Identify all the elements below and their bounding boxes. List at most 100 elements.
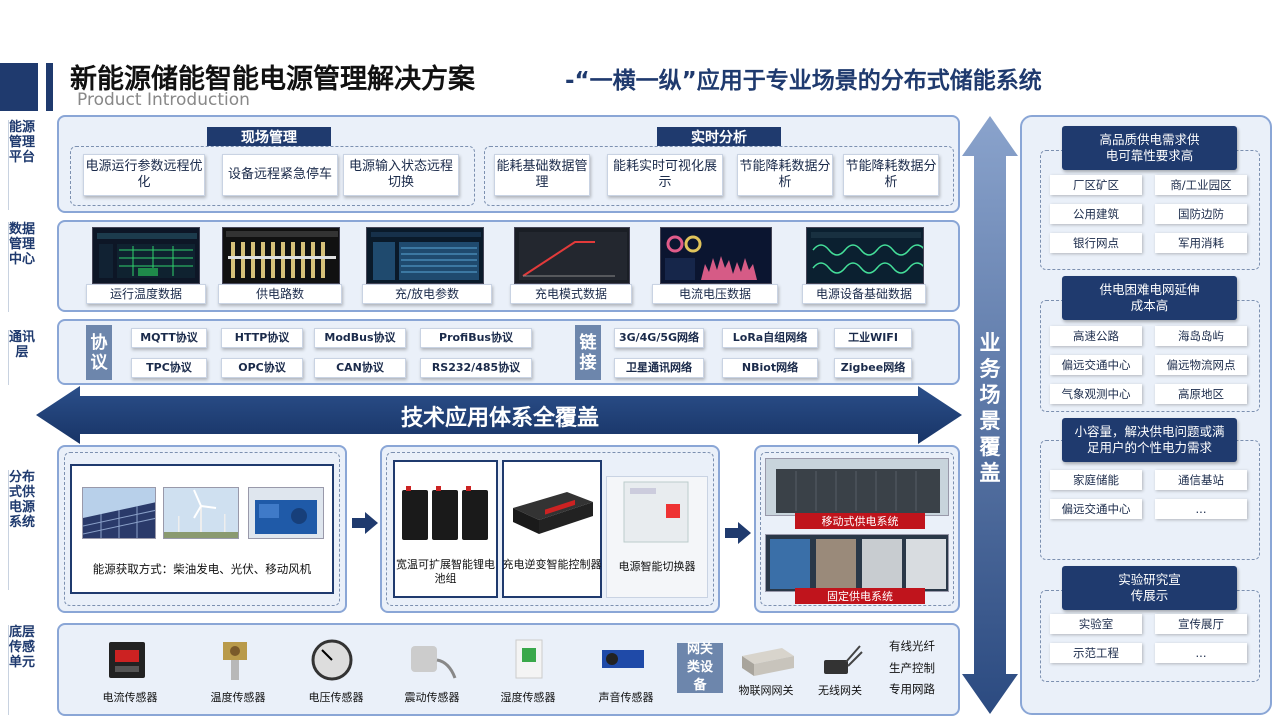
- dashboard-screenshot: [222, 227, 340, 284]
- scenario-item[interactable]: 通信基站: [1155, 470, 1247, 490]
- data-center-item[interactable]: 供电路数: [218, 284, 342, 304]
- dashboard-screenshot: [514, 227, 630, 284]
- protocol-item[interactable]: HTTP协议: [221, 328, 303, 348]
- network-caption: 专用网路: [889, 682, 935, 696]
- side-label-power-system: 分布式供电源系统: [8, 470, 35, 590]
- data-center-item[interactable]: 运行温度数据: [86, 284, 206, 304]
- realtime-item[interactable]: 节能降耗数据分析: [737, 154, 833, 196]
- scenario-header: 实验研究宣传展示: [1062, 566, 1237, 610]
- protocol-item[interactable]: ModBus协议: [314, 328, 406, 348]
- gateway-caption: 物联网网关: [738, 684, 794, 697]
- mobile-container-image: [765, 458, 949, 516]
- scenario-item[interactable]: 偏远交通中心: [1050, 355, 1142, 375]
- scenario-item[interactable]: 示范工程: [1050, 643, 1142, 663]
- output-group: [760, 452, 954, 606]
- wireless-gateway-icon: [824, 645, 863, 674]
- flow-arrow-icon: [725, 522, 751, 544]
- side-label-comm: 通讯层: [8, 330, 35, 385]
- current-sensor-icon: [109, 642, 145, 678]
- vertical-banner-arrow: [962, 116, 1018, 714]
- dashboard-screenshot: [366, 227, 484, 284]
- solar-panel-image: [82, 487, 156, 539]
- scenario-item[interactable]: 军用消耗: [1155, 233, 1247, 253]
- site-mgmt-header: 现场管理: [207, 127, 331, 146]
- scenario-item[interactable]: ...: [1155, 499, 1247, 519]
- protocol-item[interactable]: ProfiBus协议: [420, 328, 532, 348]
- scenario-item[interactable]: 偏远物流网点: [1155, 355, 1247, 375]
- sensor-caption: 震动传感器: [404, 691, 460, 704]
- side-label-sensors: 底层传感单元: [8, 625, 35, 715]
- voltage-sensor-icon: [311, 639, 353, 681]
- scenario-item[interactable]: 气象观测中心: [1050, 384, 1142, 404]
- header-accent-bar: [0, 63, 38, 111]
- protocol-item[interactable]: RS232/485协议: [420, 358, 532, 378]
- realtime-group: [484, 146, 954, 206]
- link-item[interactable]: NBiot网络: [722, 358, 818, 378]
- device-group: [386, 452, 714, 606]
- realtime-item[interactable]: 能耗基础数据管理: [494, 154, 590, 196]
- site-mgmt-item[interactable]: 电源输入状态远程切换: [343, 154, 459, 196]
- horizontal-banner-text: 技术应用体系全覆盖: [400, 406, 599, 431]
- vibration-sensor-icon: [411, 646, 457, 679]
- scenario-item[interactable]: ...: [1155, 643, 1247, 663]
- dashboard-screenshot: [92, 227, 200, 284]
- flow-arrow-icon: [352, 512, 378, 534]
- site-mgmt-item[interactable]: 设备远程紧急停车: [222, 154, 338, 196]
- gateway-label: 网关类设备: [677, 642, 723, 693]
- realtime-item[interactable]: 节能降耗数据分析: [843, 154, 939, 196]
- scenario-item[interactable]: 公用建筑: [1050, 204, 1142, 224]
- protocol-item[interactable]: CAN协议: [314, 358, 406, 378]
- network-caption: 生产控制: [889, 661, 935, 675]
- scenario-item[interactable]: 银行网点: [1050, 233, 1142, 253]
- link-item[interactable]: 3G/4G/5G网络: [614, 328, 704, 348]
- vertical-banner-text: 业务场景覆盖: [979, 331, 1001, 485]
- power-source-caption: 能源获取方式：柴油发电、光伏、移动风机: [92, 562, 312, 576]
- scenario-item[interactable]: 宣传展厅: [1155, 614, 1247, 634]
- protocol-item[interactable]: TPC协议: [131, 358, 207, 378]
- power-source-group: [64, 452, 340, 606]
- scenario-item[interactable]: 海岛岛屿: [1155, 326, 1247, 346]
- data-center-item[interactable]: 充电模式数据: [510, 284, 632, 304]
- gateway-caption: 无线网关: [818, 684, 862, 697]
- wind-turbine-image: [163, 487, 239, 539]
- scenario-item[interactable]: 实验室: [1050, 614, 1142, 634]
- link-item[interactable]: Zigbee网络: [834, 358, 912, 378]
- output-caption: 移动式供电系统: [795, 513, 925, 529]
- diesel-generator-image: [248, 487, 324, 539]
- link-item[interactable]: 卫星通讯网络: [614, 358, 704, 378]
- scenario-item[interactable]: 偏远交通中心: [1050, 499, 1142, 519]
- sensor-caption: 湿度传感器: [500, 691, 556, 704]
- link-label: 链接: [575, 325, 601, 380]
- device-caption: 电源智能切换器: [618, 560, 696, 573]
- fixed-system-image: [765, 534, 949, 592]
- scenario-item[interactable]: 高速公路: [1050, 326, 1142, 346]
- scenario-item[interactable]: 商/工业园区: [1155, 175, 1247, 195]
- realtime-header: 实时分析: [657, 127, 781, 146]
- scenario-item[interactable]: 家庭储能: [1050, 470, 1142, 490]
- sensor-caption: 温度传感器: [210, 691, 266, 704]
- sensor-caption: 电压传感器: [308, 691, 364, 704]
- scenario-header: 小容量，解决供电问题或满足用户的个性电力需求: [1062, 418, 1237, 462]
- site-mgmt-item[interactable]: 电源运行参数远程优化: [83, 154, 205, 196]
- data-center-item[interactable]: 电流电压数据: [652, 284, 778, 304]
- scenario-item[interactable]: 厂区矿区: [1050, 175, 1142, 195]
- data-center-item[interactable]: 电源设备基础数据: [802, 284, 926, 304]
- scenario-header: 供电困难电网延伸成本高: [1062, 276, 1237, 320]
- protocol-item[interactable]: MQTT协议: [131, 328, 207, 348]
- header-accent-stripe: [46, 63, 53, 111]
- iot-gateway-icon: [742, 648, 794, 676]
- side-label-data-center: 数据管理中心: [8, 222, 35, 312]
- link-item[interactable]: 工业WIFI: [834, 328, 912, 348]
- sensor-caption: 声音传感器: [598, 691, 654, 704]
- page-title: 新能源储能智能电源管理解决方案: [70, 64, 475, 95]
- humidity-sensor-icon: [515, 639, 543, 679]
- site-mgmt-group: [70, 146, 475, 206]
- scenario-item[interactable]: 高原地区: [1155, 384, 1247, 404]
- dashboard-screenshot: [806, 227, 924, 284]
- sound-sensor-icon: [602, 650, 644, 668]
- link-item[interactable]: LoRa自组网络: [722, 328, 818, 348]
- protocol-item[interactable]: OPC协议: [221, 358, 303, 378]
- scenario-item[interactable]: 国防边防: [1155, 204, 1247, 224]
- data-center-item[interactable]: 充/放电参数: [362, 284, 492, 304]
- realtime-item[interactable]: 能耗实时可视化展示: [607, 154, 723, 196]
